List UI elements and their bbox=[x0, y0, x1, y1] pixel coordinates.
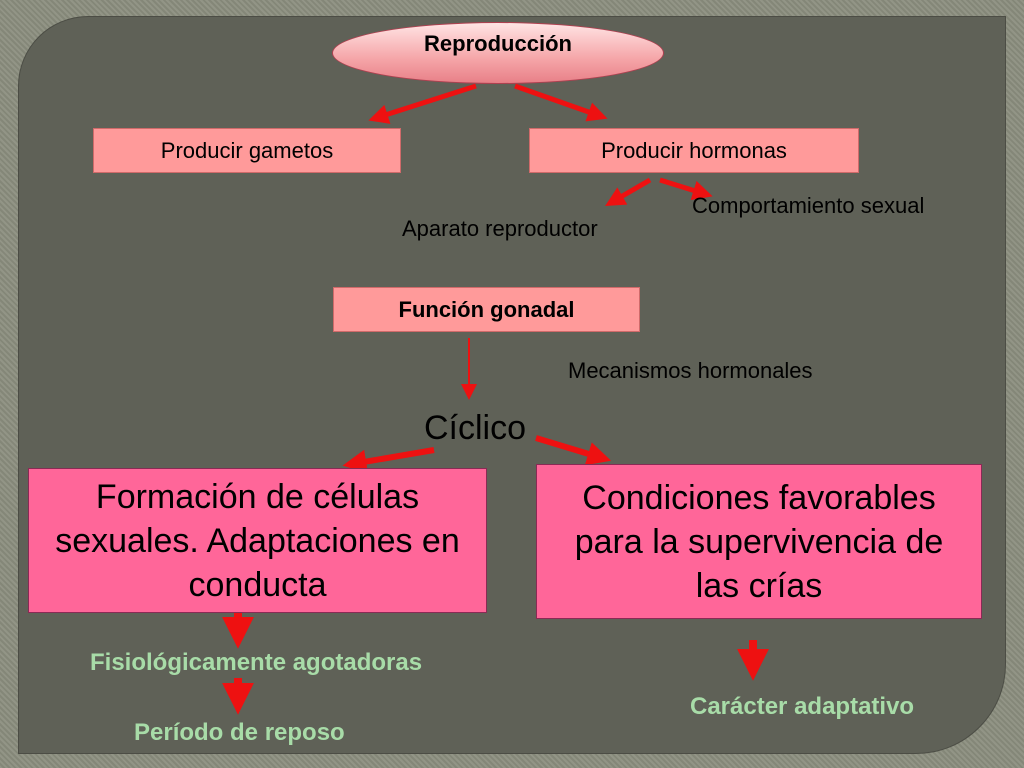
node-producir-hormonas-label: Producir hormonas bbox=[601, 137, 787, 163]
node-formacion-celulas: Formación de células sexuales. Adaptacio… bbox=[28, 468, 487, 613]
label-caracter-adaptativo: Carácter adaptativo bbox=[690, 693, 915, 720]
node-funcion-gonadal-label: Función gonadal bbox=[398, 296, 575, 322]
node-producir-gametos-label: Producir gametos bbox=[160, 137, 334, 163]
label-aparato-reproductor: Aparato reproductor bbox=[402, 216, 598, 241]
label-comportamiento-sexual: Comportamiento sexual bbox=[692, 193, 925, 218]
node-condiciones-favorables: Condiciones favorables para la supervive… bbox=[536, 464, 982, 619]
node-producir-gametos: Producir gametos bbox=[93, 128, 401, 173]
root-node: Reproducción bbox=[332, 22, 664, 84]
root-label: Reproducción bbox=[424, 31, 572, 56]
label-ciclico: Cíclico bbox=[424, 409, 527, 447]
node-formacion-celulas-label: Formación de células sexuales. Adaptacio… bbox=[55, 477, 460, 604]
label-periodo-de-reposo: Período de reposo bbox=[134, 719, 345, 746]
label-mecanismos-hormonales: Mecanismos hormonales bbox=[568, 358, 813, 383]
label-fisiologicamente-agotadoras: Fisiológicamente agotadoras bbox=[90, 649, 423, 676]
node-producir-hormonas: Producir hormonas bbox=[529, 128, 859, 173]
slide-panel bbox=[18, 16, 1006, 754]
node-funcion-gonadal: Función gonadal bbox=[333, 287, 640, 332]
node-condiciones-favorables-label: Condiciones favorables para la supervive… bbox=[574, 478, 944, 605]
